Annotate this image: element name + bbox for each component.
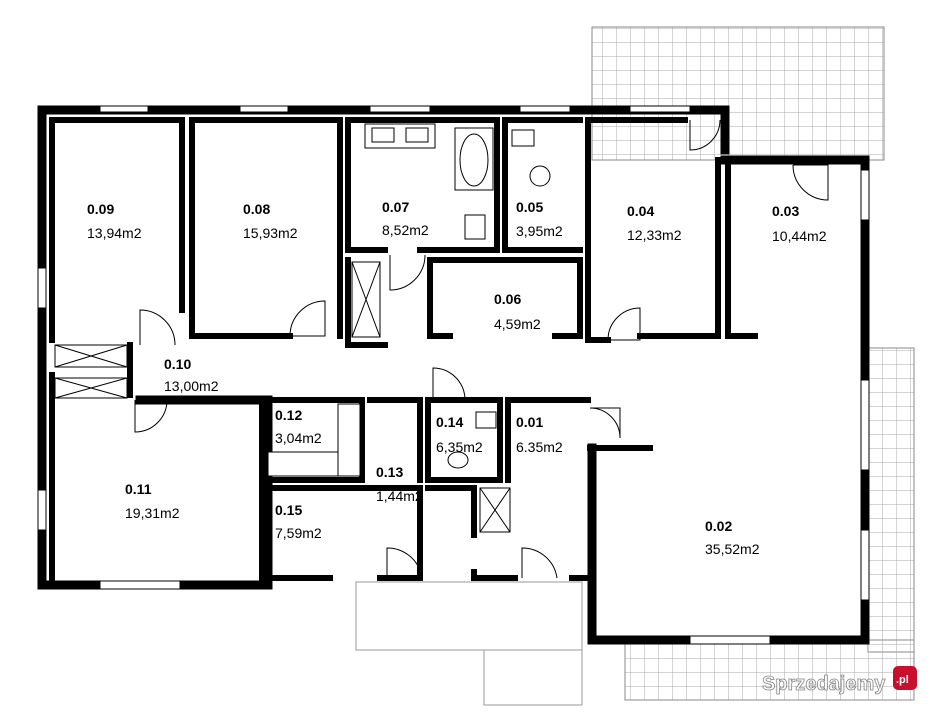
- room-id: 0.04: [627, 203, 654, 219]
- entrance-step: [355, 581, 583, 651]
- fixtures: [54, 123, 551, 533]
- room-area: 3,04m2: [275, 430, 322, 446]
- watermark: Sprzedajemy .pl: [762, 666, 917, 695]
- room-area: 13,94m2: [87, 225, 142, 241]
- room-id: 0.01: [516, 414, 543, 430]
- room-area: 3,95m2: [516, 223, 563, 239]
- room-id: 0.14: [436, 414, 463, 430]
- room-id: 0.06: [494, 291, 521, 307]
- room-id: 0.08: [243, 201, 270, 217]
- toilet-0-14: [447, 451, 469, 469]
- toilet-0-05: [529, 165, 551, 187]
- sink-0-05: [511, 129, 535, 147]
- watermark-suffix: .pl: [896, 674, 909, 686]
- room-labels: 0.09 13,94m2 0.08 15,93m2 0.07 8,52m2 0.…: [87, 199, 827, 557]
- room-area: 6,35m2: [436, 439, 483, 455]
- room-id: 0.05: [516, 199, 543, 215]
- terraces: [355, 26, 915, 706]
- room-area: 10,44m2: [772, 228, 827, 244]
- room-id: 0.13: [376, 464, 403, 480]
- room-id: 0.03: [772, 203, 799, 219]
- terrace-top-right: [591, 26, 885, 161]
- entrance-path: [483, 649, 583, 706]
- sauna-benches: [267, 403, 361, 477]
- room-area: 15,93m2: [243, 225, 298, 241]
- terrace-right: [867, 347, 915, 653]
- room-id: 0.02: [705, 518, 732, 534]
- toilet-0-07: [464, 214, 486, 240]
- room-area: 1,44m2: [376, 488, 423, 504]
- windows: [37, 105, 870, 645]
- room-area: 4,59m2: [494, 316, 541, 332]
- room-id: 0.07: [382, 199, 409, 215]
- room-id: 0.09: [87, 201, 114, 217]
- interior-walls: [49, 117, 758, 581]
- room-area: 13,00m2: [164, 378, 219, 394]
- doors: [134, 119, 829, 579]
- sink-0-14: [475, 411, 497, 429]
- room-id: 0.11: [125, 481, 152, 497]
- watermark-text: Sprzedajemy: [762, 673, 886, 695]
- terrace-bottom: [624, 639, 915, 701]
- room-area: 35,52m2: [705, 541, 760, 557]
- room-area: 19,31m2: [125, 505, 180, 521]
- room-area: 8,52m2: [382, 222, 429, 238]
- room-id: 0.12: [275, 407, 302, 423]
- watermark-badge: [893, 666, 917, 690]
- room-area: 6.35m2: [516, 439, 563, 455]
- room-id: 0.15: [275, 502, 302, 518]
- room-area: 12,33m2: [627, 227, 682, 243]
- room-id: 0.10: [164, 356, 191, 372]
- room-area: 7,59m2: [275, 525, 322, 541]
